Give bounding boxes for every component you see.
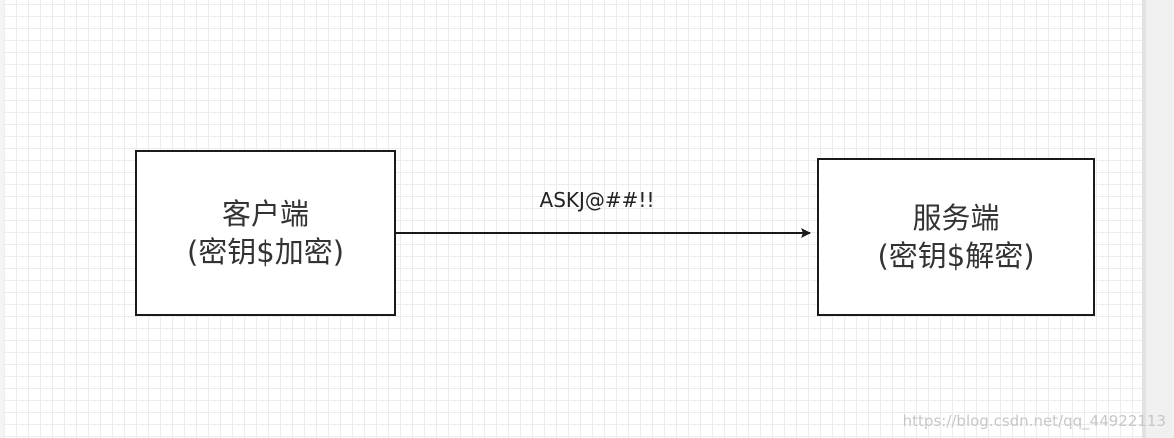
server-node[interactable]: 服务端 (密钥$解密) [817, 158, 1095, 316]
server-node-subtitle: (密钥$解密) [877, 239, 1035, 273]
canvas-left-edge [0, 0, 4, 438]
arrow-label: ASKJ@##!! [539, 188, 655, 212]
client-node-title: 客户端 [221, 197, 309, 231]
client-node[interactable]: 客户端 (密钥$加密) [135, 150, 396, 316]
edges-layer [396, 228, 811, 238]
vertical-scrollbar[interactable] [1142, 0, 1174, 438]
server-node-title: 服务端 [912, 201, 1000, 235]
watermark-text: https://blog.csdn.net/qq_44922113 [902, 412, 1166, 430]
scrollbar-gutter [1142, 0, 1146, 438]
client-node-subtitle: (密钥$加密) [186, 235, 345, 269]
